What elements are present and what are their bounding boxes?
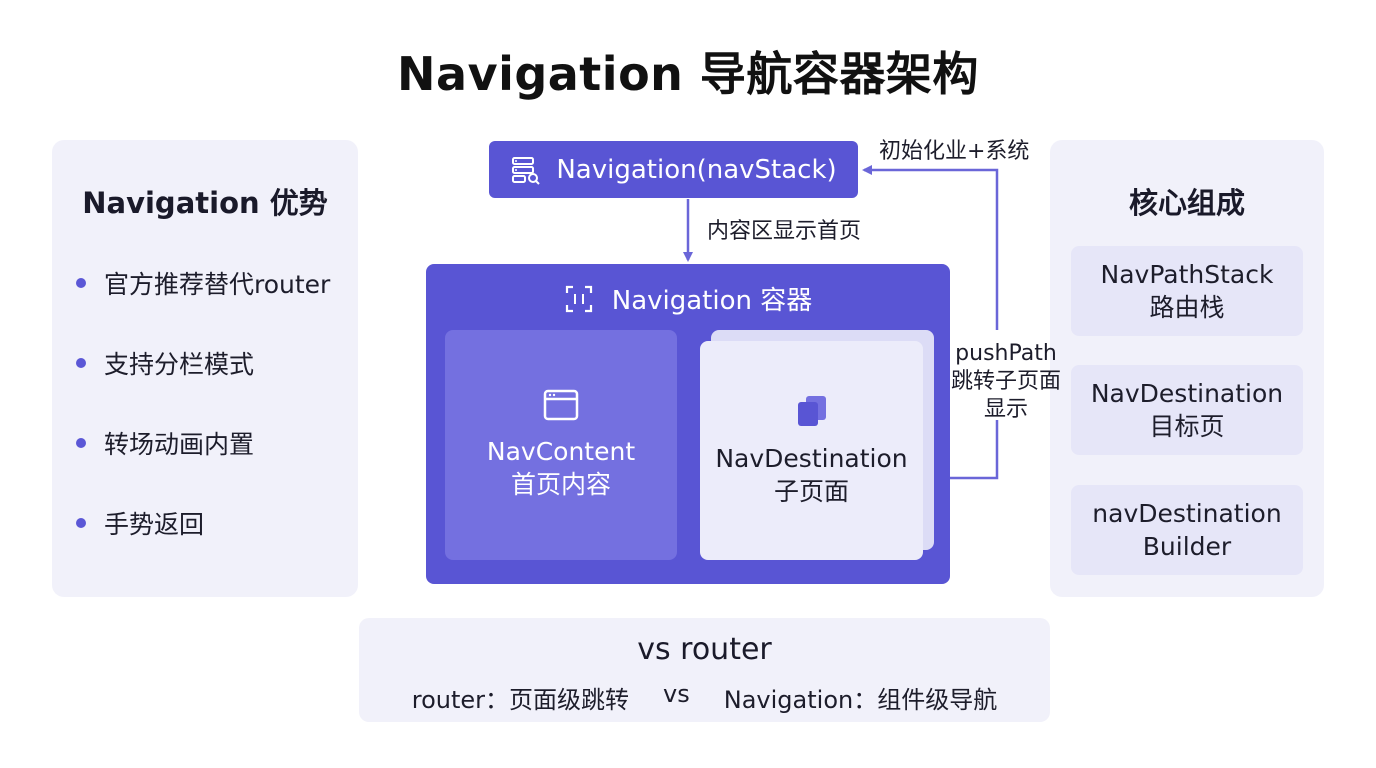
advantage-item: 官方推荐替代router xyxy=(76,265,330,301)
navigation-navstack-box: Navigation(navStack) xyxy=(489,141,858,198)
navdestination-card: NavDestination 子页面 xyxy=(700,341,923,560)
server-search-icon xyxy=(512,156,541,185)
vs-router-panel: vs router router：页面级跳转 vs Navigation：组件级… xyxy=(359,618,1050,722)
vs-separator: vs xyxy=(663,680,690,708)
core-components-panel: 核心组成 NavPathStack 路由栈 NavDestination 目标页… xyxy=(1050,140,1324,597)
core-box-navdestination: NavDestination 目标页 xyxy=(1071,365,1303,455)
vs-router-title: vs router xyxy=(637,632,772,667)
bullet-dot-icon xyxy=(76,438,86,448)
advantages-panel: Navigation 优势 官方推荐替代router 支持分栏模式 转场动画内置… xyxy=(52,140,358,597)
advantage-item: 转场动画内置 xyxy=(76,425,254,461)
core-box-navpathstack: NavPathStack 路由栈 xyxy=(1071,246,1303,336)
arrow-label-init: 初始化业+系统 xyxy=(879,139,1030,164)
advantages-title: Navigation 优势 xyxy=(82,186,328,220)
copy-pages-icon xyxy=(797,395,826,426)
vs-router-comparison: router：页面级跳转 vs Navigation：组件级导航 xyxy=(359,680,1050,715)
arrow-init xyxy=(862,165,999,330)
advantage-item: 手势返回 xyxy=(76,505,204,541)
container-title: Navigation 容器 xyxy=(426,280,950,317)
navigation-container: Navigation 容器 NavContent 首页内容 NavDestina… xyxy=(426,264,950,584)
core-box-builder: navDestination Builder xyxy=(1071,485,1303,575)
bullet-dot-icon xyxy=(76,518,86,528)
core-components-title: 核心组成 xyxy=(1128,186,1245,220)
arrow-label-content-home: 内容区显示首页 xyxy=(707,219,862,244)
frame-scan-icon xyxy=(565,285,592,312)
router-description: router：页面级跳转 xyxy=(411,686,630,714)
bullet-dot-icon xyxy=(76,358,86,368)
page-title: Navigation 导航容器架构 xyxy=(397,47,979,101)
browser-window-icon xyxy=(543,389,579,421)
bullet-dot-icon xyxy=(76,278,86,288)
navcontent-card: NavContent 首页内容 xyxy=(445,330,677,560)
navigation-description: Navigation：组件级导航 xyxy=(723,686,998,714)
arrow-label-pushpath: pushPath 跳转子页面 显示 xyxy=(951,341,1062,422)
advantage-item: 支持分栏模式 xyxy=(76,345,254,381)
